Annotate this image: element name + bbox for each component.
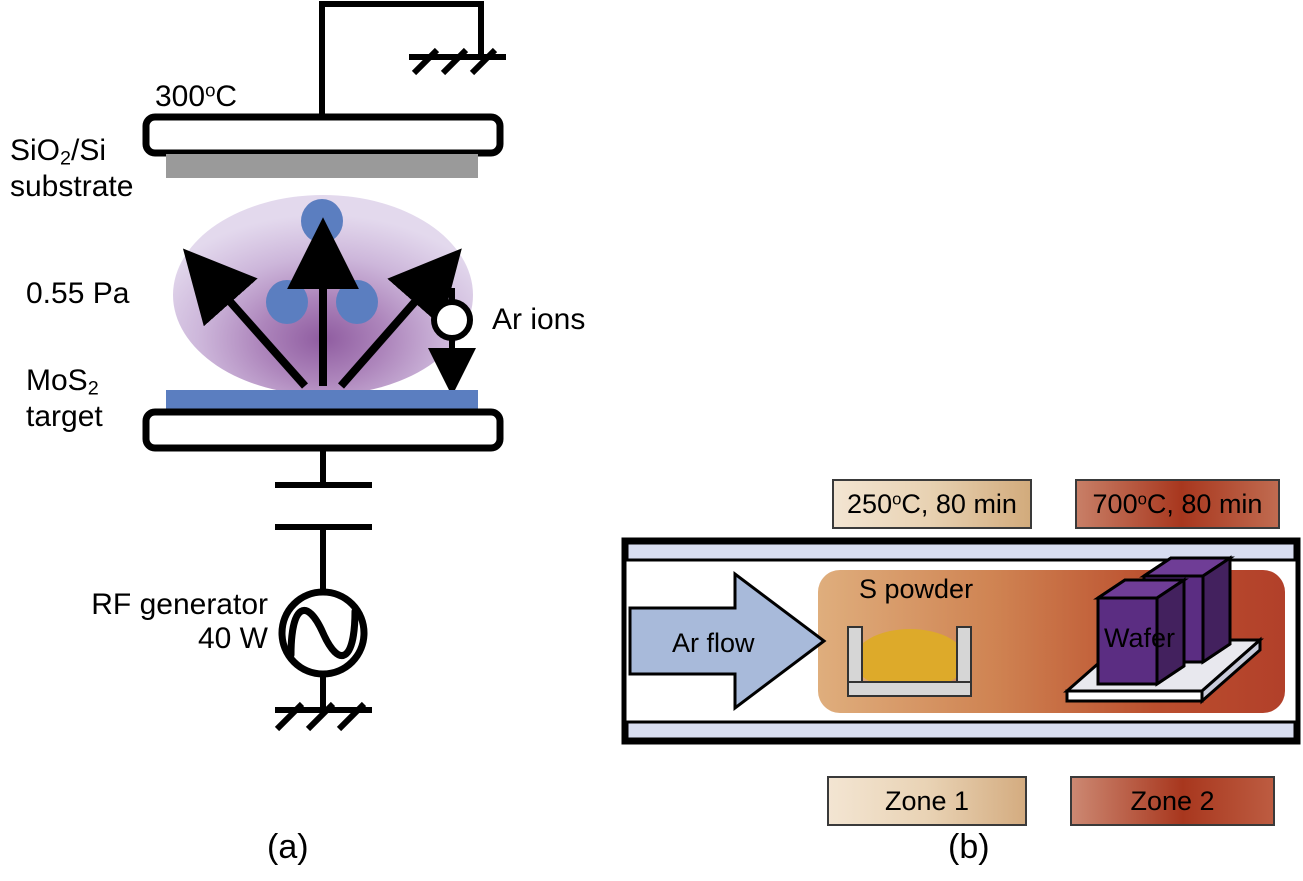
wafer-label: Wafer [1104, 623, 1176, 653]
zone1-condition-box: 250oC, 80 min [832, 479, 1032, 529]
sulfur-crucible-boat [847, 626, 972, 697]
substrate-temperature-value: 300 [155, 80, 206, 113]
tube-wall-bottom [625, 720, 1297, 741]
target-label-line1: MoS2 [26, 364, 99, 400]
panel-a-drawing [142, 1, 506, 732]
rf-generator-label-line1: RF generator [91, 588, 268, 621]
zone1-condition-text: 250oC, 80 min [847, 488, 1017, 519]
ar-ions-label: Ar ions [492, 303, 586, 336]
top-electrode-wiring [319, 1, 484, 120]
target-label: MoS2 target [26, 364, 103, 433]
target-electrode [142, 408, 504, 452]
ar-flow-label: Ar flow [672, 628, 755, 658]
panel-b-caption: (b) [948, 828, 990, 866]
zone2-box: Zone 2 [1070, 776, 1275, 826]
stage-front [1065, 689, 1204, 703]
rf-generator-symbol [278, 588, 368, 678]
substrate-label-line2: substrate [10, 169, 134, 203]
substrate-film [166, 154, 478, 178]
target-label-line2: target [26, 399, 103, 433]
substrate-temperature-label: 300oC [155, 79, 238, 114]
ar-flow-arrow [628, 570, 827, 712]
furnace-tube-drawing [621, 537, 1301, 745]
zone1-box: Zone 1 [827, 776, 1027, 826]
substrate-label: SiO2/Si substrate [10, 134, 133, 203]
substrate-holder-electrode [142, 113, 504, 157]
substrate-label-line1: SiO2/Si [10, 134, 107, 170]
temperature-unit: C [215, 80, 238, 113]
sputtered-particle [266, 280, 308, 324]
ground-symbol-top [409, 47, 506, 76]
wafer-front [1093, 577, 1189, 687]
rf-generator-label-line2: 40 W [197, 621, 268, 655]
zone2-label: Zone 2 [1130, 785, 1215, 816]
sputtered-particle [336, 280, 378, 324]
panel-a-sputtering: 300oC SiO2/Si substrate 0.55 Pa MoS2 tar… [10, 1, 586, 732]
boat-base [847, 681, 972, 697]
s-powder-label: S powder [859, 574, 974, 604]
chamber-pressure-label: 0.55 Pa [26, 277, 130, 310]
rf-circuit-wiring [275, 448, 372, 592]
sulfur-powder [854, 629, 966, 691]
panel-a-caption: (a) [267, 828, 309, 866]
tube-wall-top [625, 541, 1297, 562]
ground-symbol-bottom [274, 701, 372, 732]
target-material [166, 390, 478, 412]
sputter-flux-arrows [182, 217, 462, 389]
ar-ion-symbol [428, 288, 476, 396]
zone1-label: Zone 1 [884, 785, 970, 816]
rf-generator-label: RF generator 40 W [70, 588, 268, 655]
zone2-condition-box: 700oC, 80 min [1075, 479, 1280, 529]
degree-superscript: o [205, 79, 216, 101]
sputtered-particle [301, 199, 343, 243]
panel-b-sulfurization: 250oC, 80 min 700oC, 80 min [620, 460, 1303, 881]
zone2-condition-text: 700oC, 80 min [1092, 488, 1263, 519]
stage-side [1200, 636, 1262, 705]
